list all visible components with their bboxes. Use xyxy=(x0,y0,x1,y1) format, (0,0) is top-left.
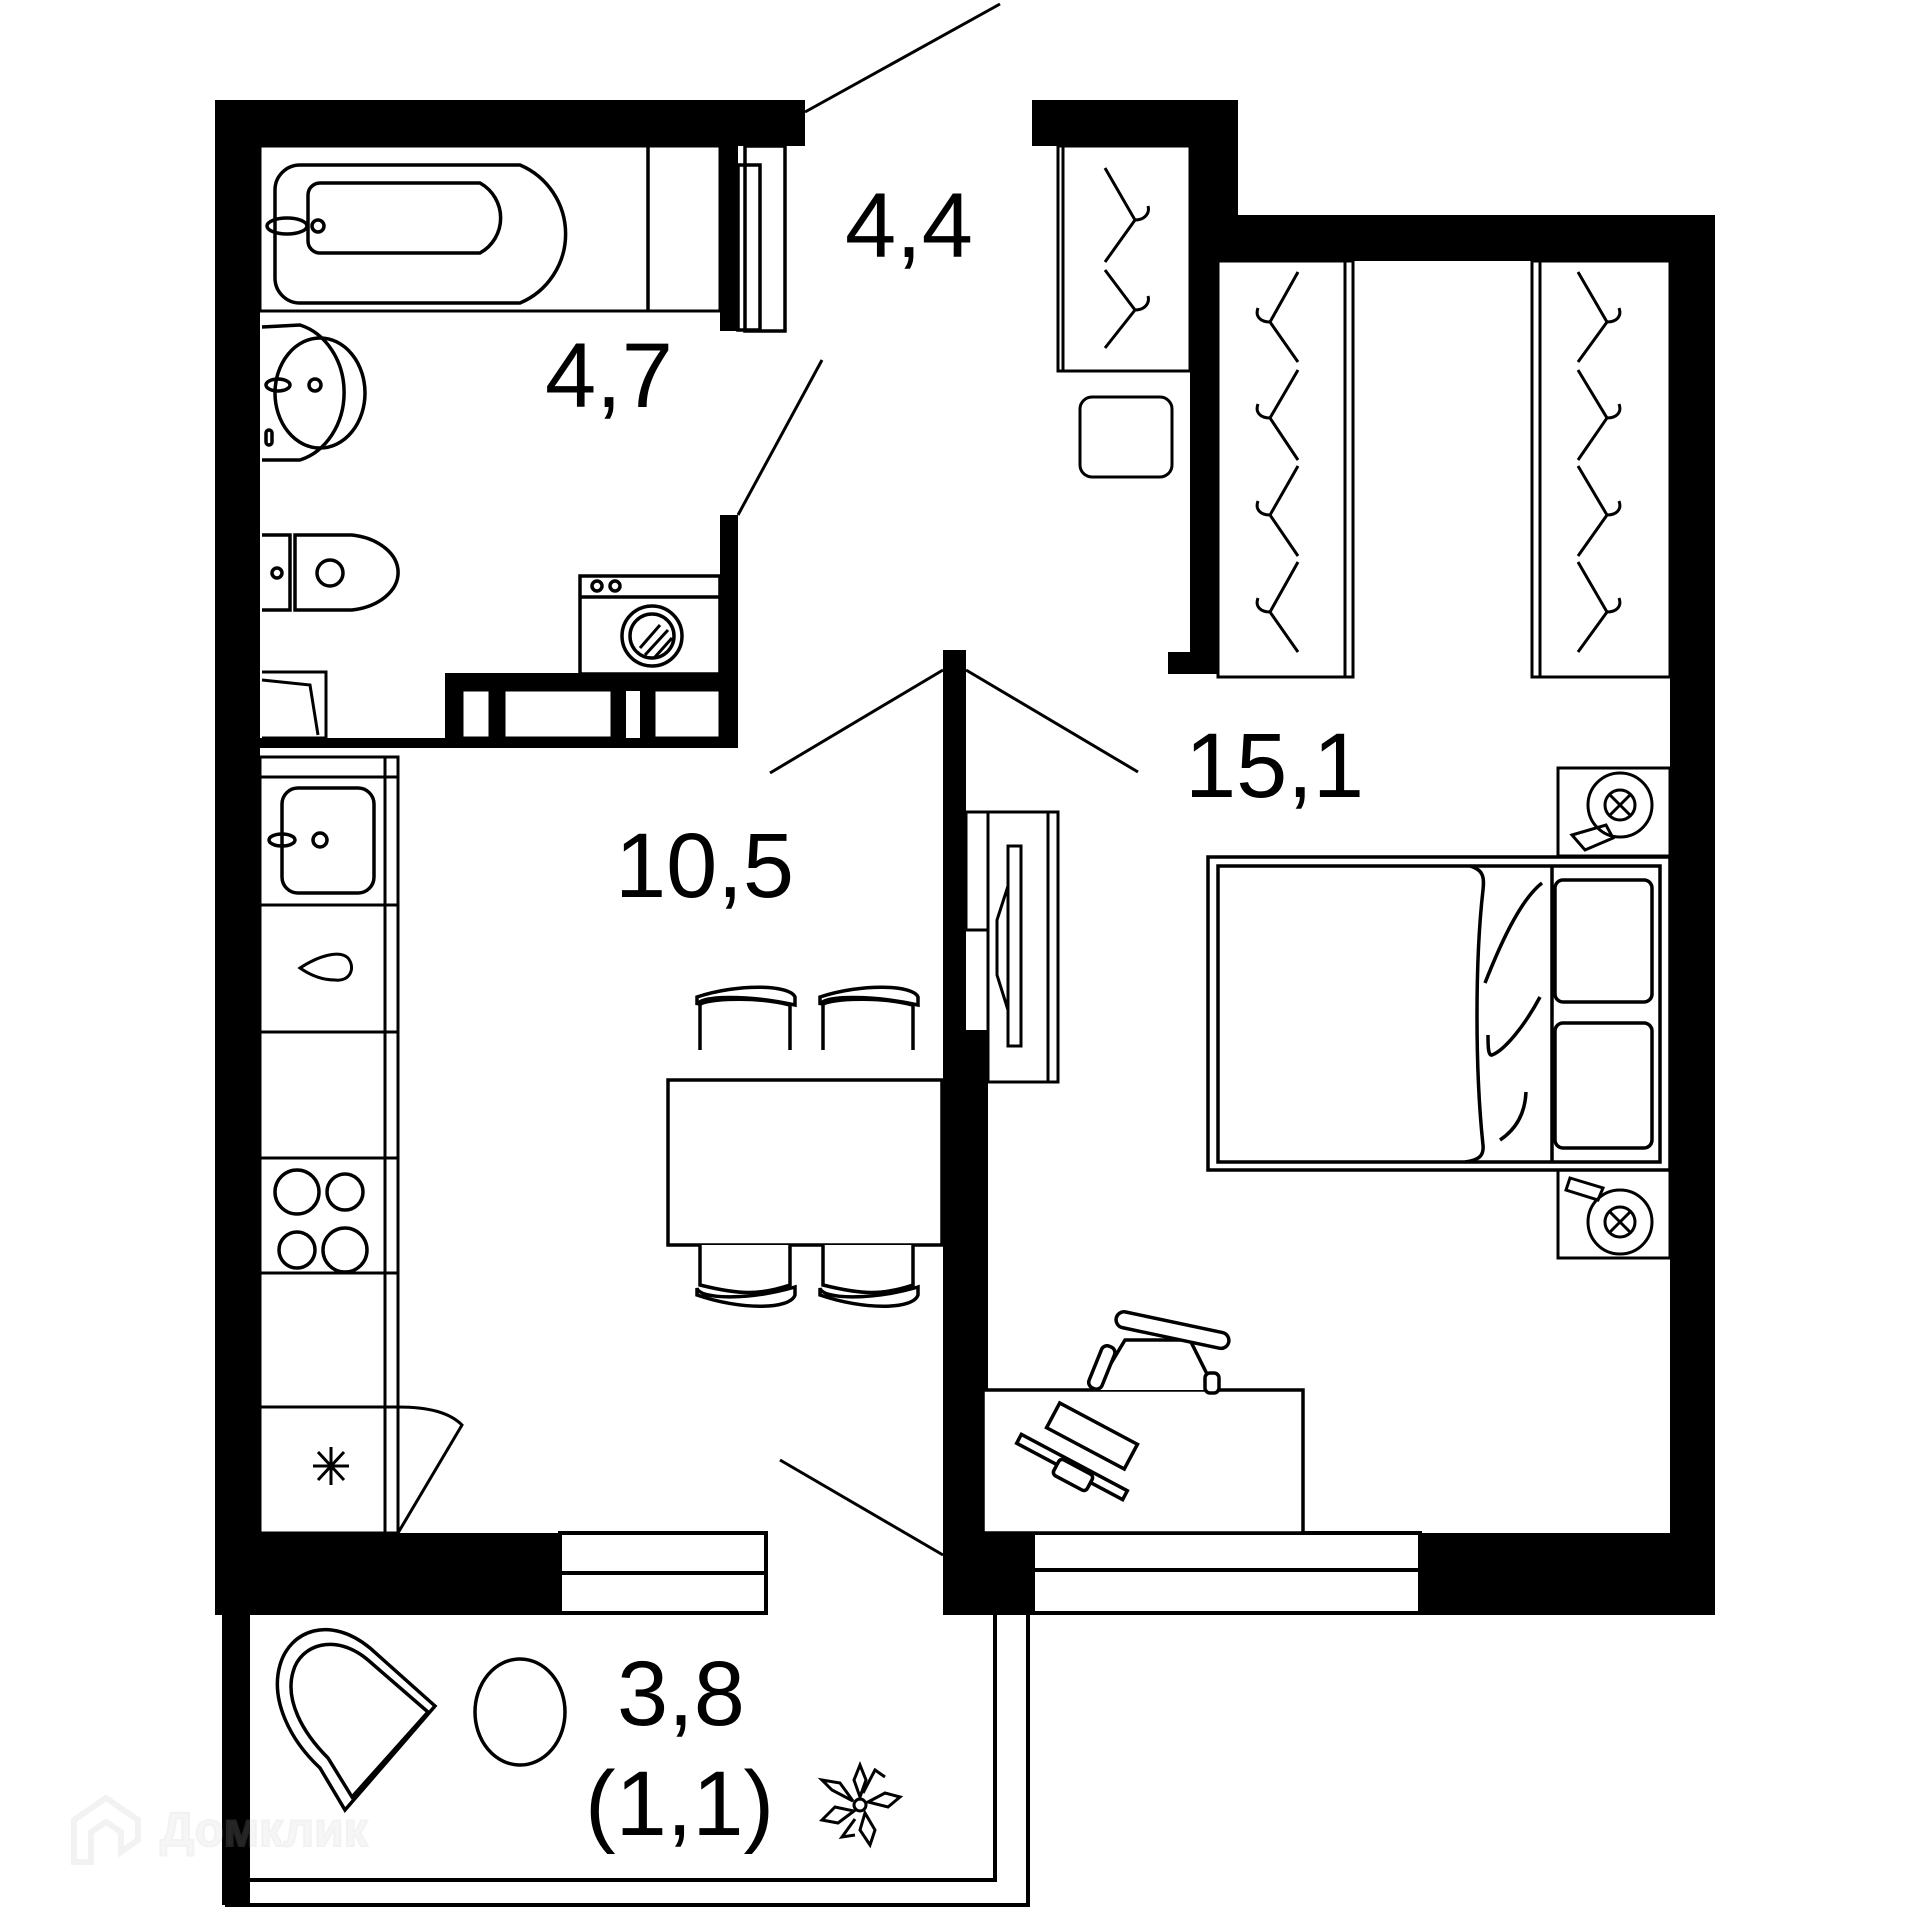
door-swings xyxy=(736,2,1139,1557)
desk-icon xyxy=(981,1388,1305,1535)
hallway-area-label: 4,4 xyxy=(845,175,973,277)
washing-machine-icon xyxy=(578,574,722,676)
round-table-icon xyxy=(473,1657,567,1767)
shoe-pouf xyxy=(1078,395,1174,479)
office-chair-icon xyxy=(1086,1310,1231,1395)
wardrobe-right xyxy=(1530,259,1672,679)
flower-plant-icon xyxy=(817,1760,904,1849)
fridge-icon xyxy=(313,1405,464,1534)
house-logo-icon xyxy=(71,1794,141,1865)
bathtub-icon xyxy=(258,144,787,333)
watermark: Домклик xyxy=(66,1790,369,1870)
armchair-icon xyxy=(275,1627,438,1813)
wardrobe-hanger-icon xyxy=(1056,144,1192,373)
kitchen-area-label: 10,5 xyxy=(615,815,795,917)
wardrobe-left xyxy=(1216,259,1355,679)
toilet-icon xyxy=(262,533,400,612)
balcony-reduced-area-label: (1,1) xyxy=(585,1753,775,1855)
windows xyxy=(558,1531,1422,1615)
dishwasher-icon xyxy=(297,952,353,982)
balcony-outline xyxy=(225,1615,1030,1907)
laundry-basket xyxy=(261,670,328,740)
balcony-area-label: 3,8 xyxy=(617,1643,745,1745)
dining-table-icon xyxy=(666,985,944,1308)
watermark-text: Домклик xyxy=(159,1803,369,1858)
stove-icon xyxy=(273,1168,369,1274)
bedroom-area-label: 15,1 xyxy=(1185,715,1365,817)
walls xyxy=(215,100,1715,1905)
bathroom-area-label: 4,7 xyxy=(545,325,673,427)
sink-icon xyxy=(261,323,367,462)
bed-icon xyxy=(1206,855,1672,1172)
kitchen-counter xyxy=(258,755,400,1535)
tv-icon xyxy=(964,810,1060,1084)
kitchen-sink-icon xyxy=(267,786,376,895)
bathroom-cabinets xyxy=(460,688,722,740)
